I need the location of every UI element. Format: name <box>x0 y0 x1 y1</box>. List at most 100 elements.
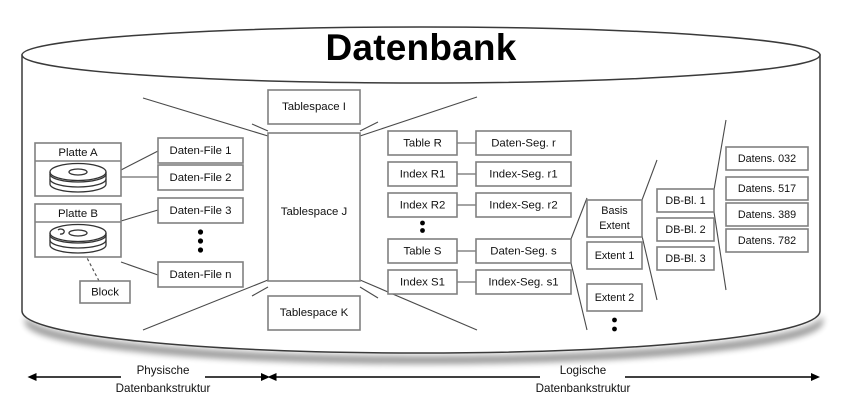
daten-file-1-box <box>157 137 244 164</box>
tablespace-j-box <box>267 132 361 282</box>
daten-seg-s-label: Daten-Seg. s <box>490 246 557 258</box>
daten-seg-s-box <box>475 238 572 264</box>
platte-b-disk-icon <box>49 223 107 254</box>
connector-block-to-records-top <box>713 119 727 191</box>
tablespace-j-label: Tablespace J <box>281 206 348 218</box>
object-item[interactable]: Table R <box>387 130 458 156</box>
segment-item[interactable]: Index-Seg. s1 <box>475 269 572 295</box>
connector-files-to-tsJ-top <box>142 97 269 137</box>
connector-segs-to-extents-bottom <box>570 262 588 331</box>
object-ellipsis-icon <box>420 220 425 233</box>
tablespace-i-box <box>267 89 361 125</box>
block-label: Block <box>91 287 119 299</box>
segment-item[interactable]: Index-Seg. r1 <box>475 161 572 187</box>
record-item[interactable]: Datens. 389 <box>725 202 809 227</box>
db-bl-3-label: DB-Bl. 3 <box>665 253 705 265</box>
extent-list: Basis Extent Extent 1 Extent 2 <box>586 199 643 332</box>
daten-seg-r-label: Daten-Seg. r <box>491 138 556 150</box>
table-s-label: Table S <box>404 246 442 258</box>
index-seg-r1-box <box>475 161 572 187</box>
datens-782-label: Datens. 782 <box>738 235 796 247</box>
daten-file-1-label: Daten-File 1 <box>169 145 231 157</box>
extent-item[interactable]: Extent 1 <box>586 241 643 270</box>
object-item[interactable]: Index R1 <box>387 161 458 187</box>
daten-file-2-label: Daten-File 2 <box>169 172 231 184</box>
connector-platteB-filen <box>120 261 159 276</box>
tablespace-k-label: Tablespace K <box>280 307 349 319</box>
data-file-item[interactable]: Daten-File n <box>157 261 244 288</box>
data-file-item[interactable]: Daten-File 3 <box>157 197 244 224</box>
table-r-box <box>387 130 458 156</box>
extent-2-box <box>586 283 643 312</box>
extent-1-label: Extent 1 <box>595 250 635 262</box>
index-s1-label: Index S1 <box>400 277 445 289</box>
data-file-item[interactable]: Daten-File 2 <box>157 164 244 191</box>
connector-platteB-file3 <box>120 209 159 222</box>
datens-032-box <box>725 146 809 171</box>
platte-b-label: Platte B <box>58 208 98 220</box>
daten-file-2-box <box>157 164 244 191</box>
caption-physical: Physische Datenbankstruktur <box>27 364 270 395</box>
segment-item[interactable]: Daten-Seg. r <box>475 130 572 156</box>
connector-tsK-right <box>359 286 379 299</box>
physical-caption-line2: Datenbankstruktur <box>116 382 211 395</box>
index-seg-r2-box <box>475 192 572 218</box>
connector-block-to-records-bottom <box>713 211 727 291</box>
record-item[interactable]: Datens. 032 <box>725 146 809 171</box>
extent-item[interactable]: Basis Extent <box>586 199 643 238</box>
daten-file-n-label: Daten-File n <box>169 269 231 281</box>
db-block-item[interactable]: DB-Bl. 1 <box>656 188 715 213</box>
tablespace-list: Tablespace I Tablespace J Tablespace K <box>267 89 361 331</box>
block-box <box>79 280 131 304</box>
daten-file-3-box <box>157 197 244 224</box>
connector-tsJ-to-objects-top <box>359 96 478 137</box>
data-file-item[interactable]: Daten-File 1 <box>157 137 244 164</box>
db-bl-1-label: DB-Bl. 1 <box>665 195 705 207</box>
db-block-item[interactable]: DB-Bl. 3 <box>656 246 715 271</box>
extent-item[interactable]: Extent 2 <box>586 283 643 312</box>
daten-seg-r-box <box>475 130 572 156</box>
cylinder-top-ellipse <box>21 26 821 84</box>
object-item[interactable]: Index S1 <box>387 269 458 295</box>
connector-segs-to-extents-top <box>570 197 588 240</box>
object-item[interactable]: Index R2 <box>387 192 458 218</box>
db-block-item[interactable]: DB-Bl. 2 <box>656 217 715 242</box>
datens-517-label: Datens. 517 <box>738 183 796 195</box>
basis-extent-label-line2: Extent <box>599 220 630 232</box>
data-file-ellipsis-icon <box>197 229 204 253</box>
tablespace-k-box <box>267 295 361 331</box>
block-node[interactable]: Block <box>79 280 131 304</box>
index-r2-label: Index R2 <box>400 200 446 212</box>
connector-files-to-tsJ-bottom <box>142 279 269 331</box>
daten-file-n-box <box>157 261 244 288</box>
tablespace-item[interactable]: Tablespace K <box>267 295 361 331</box>
segment-item[interactable]: Daten-Seg. s <box>475 238 572 264</box>
segment-item[interactable]: Index-Seg. r2 <box>475 192 572 218</box>
logical-caption-line1: Logische <box>560 364 606 377</box>
datens-389-box <box>725 202 809 227</box>
disk-platte-b[interactable]: Platte B <box>34 203 122 258</box>
table-r-label: Table R <box>403 138 442 150</box>
tablespace-item[interactable]: Tablespace J <box>267 132 361 282</box>
index-seg-s1-box <box>475 269 572 295</box>
table-s-box <box>387 238 458 264</box>
connector-tsJ-to-objects-bottom <box>359 279 478 331</box>
connector-tsI-left <box>251 123 269 132</box>
extent-1-box <box>586 241 643 270</box>
record-item[interactable]: Datens. 782 <box>725 228 809 253</box>
segment-list: Daten-Seg. r Index-Seg. r1 Index-Seg. r2… <box>475 130 572 295</box>
object-item[interactable]: Table S <box>387 238 458 264</box>
index-r2-box <box>387 192 458 218</box>
index-s1-box <box>387 269 458 295</box>
caption-logical: Logische Datenbankstruktur <box>267 364 820 395</box>
tablespace-item[interactable]: Tablespace I <box>267 89 361 125</box>
record-item[interactable]: Datens. 517 <box>725 176 809 201</box>
index-r1-label: Index R1 <box>400 169 446 181</box>
index-seg-s1-label: Index-Seg. s1 <box>488 277 558 289</box>
datens-032-label: Datens. 032 <box>738 153 796 165</box>
disk-platte-a[interactable]: Platte A <box>34 142 122 197</box>
extent-ellipsis-icon <box>612 317 617 332</box>
index-seg-r1-label: Index-Seg. r1 <box>489 169 557 181</box>
